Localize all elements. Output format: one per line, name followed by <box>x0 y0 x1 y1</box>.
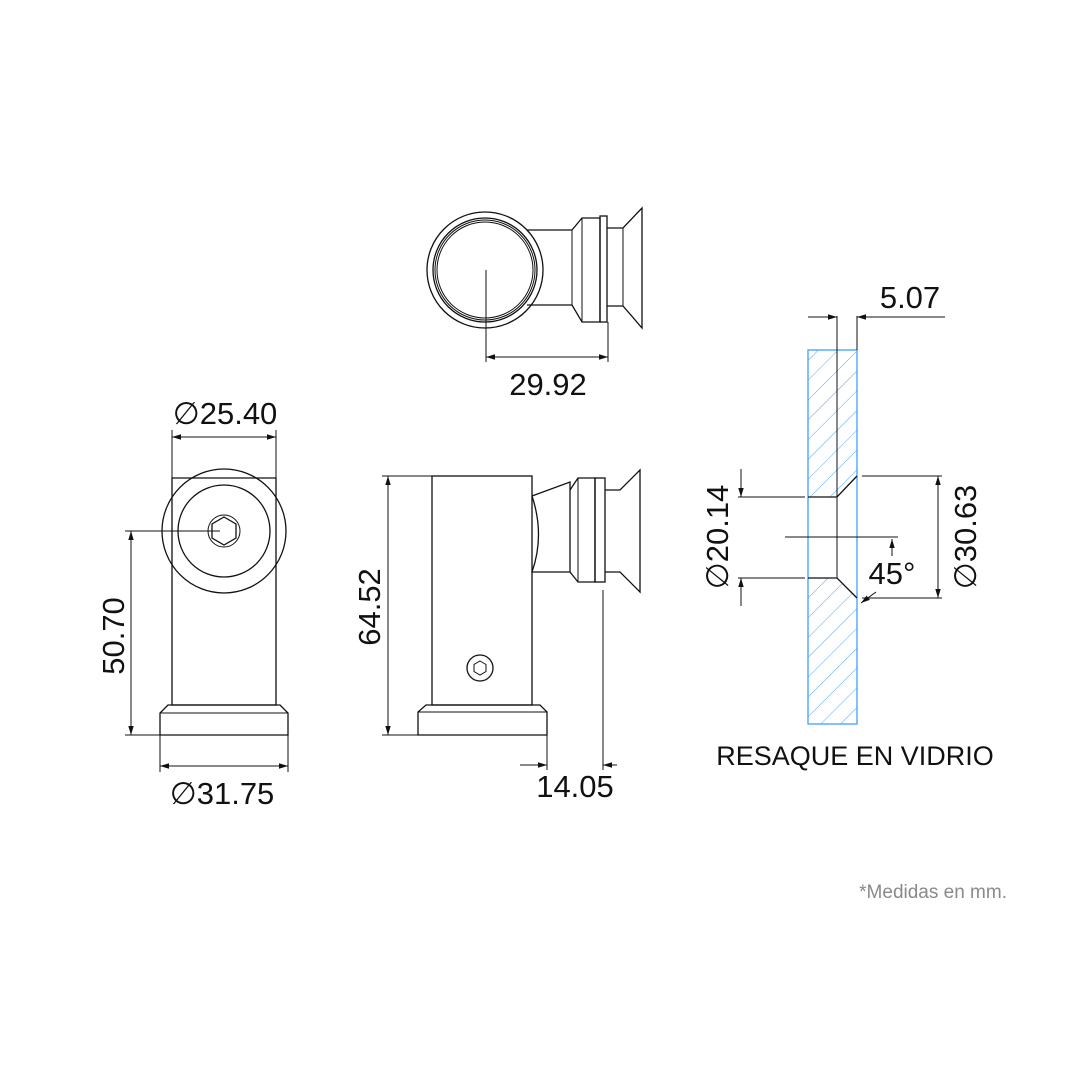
dim-14-05: 14.05 <box>536 769 614 804</box>
side-view: 64.52 14.05 <box>352 468 641 804</box>
top-view: 29.92 <box>426 206 643 402</box>
dim-50-70: 50.70 <box>96 597 131 675</box>
dim-31-75: ∅31.75 <box>170 776 275 811</box>
dim-25-40: ∅25.40 <box>173 396 278 431</box>
dim-29-92: 29.92 <box>509 367 587 402</box>
glass-section: 5.07 ∅20.14 ∅30.63 45° <box>700 280 983 725</box>
dim-30-63: ∅30.63 <box>948 485 983 590</box>
dim-5-07: 5.07 <box>880 280 940 315</box>
caption: RESAQUE EN VIDRIO <box>716 741 994 771</box>
front-view: ∅25.40 50.70 ∅31.75 <box>96 396 289 811</box>
dim-20-14: ∅20.14 <box>700 485 735 590</box>
dim-64-52: 64.52 <box>352 568 387 646</box>
dim-45-deg: 45° <box>869 556 916 591</box>
footnote: *Medidas en mm. <box>859 882 1007 903</box>
